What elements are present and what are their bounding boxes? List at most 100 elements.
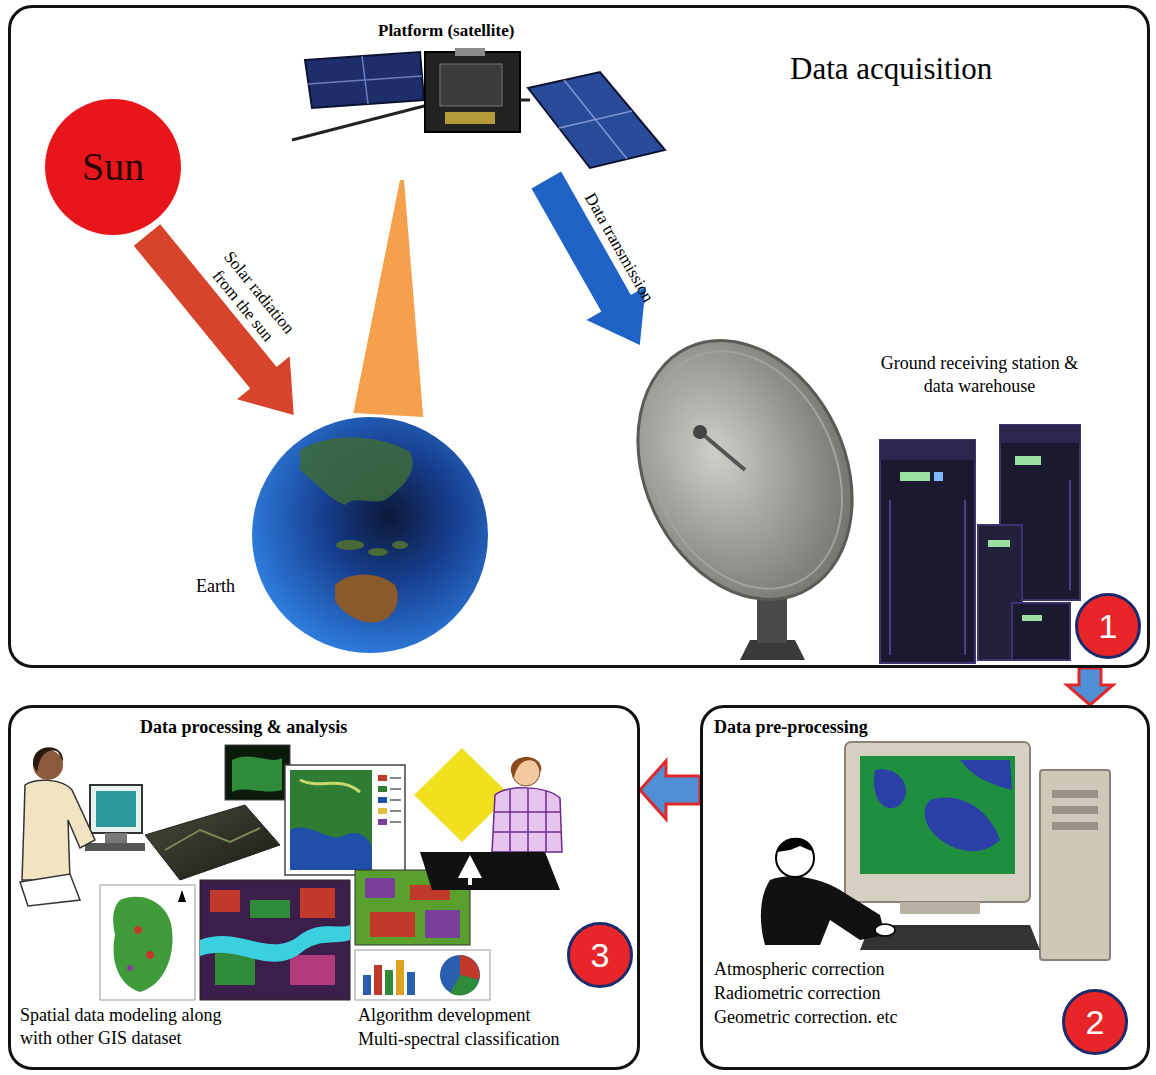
map-thumbnails-part	[300, 888, 335, 918]
computer-workstation-part	[1040, 770, 1110, 960]
satellite-illustration-part	[425, 52, 520, 132]
node-heading: Ground receiving station & data warehous…	[872, 352, 1087, 399]
map-thumbnails-part	[440, 955, 480, 995]
node-text: Atmospheric correction	[714, 958, 884, 981]
sun-circle: Sun	[45, 99, 181, 235]
node-text: Spatial data modeling along with other G…	[20, 1004, 240, 1051]
computer-workstation-part	[875, 924, 895, 936]
server-racks-part	[964, 500, 966, 655]
callout-number: 3	[567, 922, 633, 988]
earth-illustration-part	[335, 574, 398, 622]
computer-workstation-part	[761, 876, 885, 945]
map-thumbnails-part	[378, 808, 387, 814]
map-thumbnails-part	[363, 975, 371, 995]
node-text: Radiometric correction	[714, 982, 880, 1005]
earth-illustration-part	[368, 548, 388, 556]
map-thumbnails-part	[390, 799, 401, 801]
node-heading: Sun	[82, 142, 144, 192]
earth-illustration-part	[252, 417, 488, 653]
map-thumbnails-part	[450, 975, 479, 995]
laptop-user-part	[420, 852, 560, 890]
map-thumbnails-part	[374, 965, 382, 995]
map-thumbnails-part	[145, 805, 280, 880]
satellite-illustration-part	[292, 105, 428, 140]
satellite-platform: Platform (satellite)	[285, 18, 675, 180]
computer-workstation-part	[860, 925, 1040, 950]
map-thumbnails-part	[285, 765, 405, 875]
map-thumbnails-part	[100, 885, 195, 1000]
laptop-user-part	[509, 790, 511, 852]
computer-workstation	[761, 742, 1110, 960]
map-thumbnails-part	[378, 775, 387, 781]
analyst-figure-part	[22, 780, 95, 880]
map-thumbnails-part	[232, 756, 282, 792]
sensor-beam	[353, 180, 423, 417]
map-thumbnails-part	[250, 900, 290, 918]
server-racks-part	[900, 472, 930, 481]
analyst-figure-part	[105, 833, 127, 843]
satellite-illustration-part	[440, 64, 502, 106]
earth-illustration-part	[392, 541, 408, 549]
server-racks-part	[880, 440, 975, 663]
server-racks-part	[934, 472, 943, 481]
laptop-user-part	[545, 790, 547, 852]
laptop-user-part	[494, 811, 561, 813]
flow-arrow	[640, 761, 700, 819]
computer-workstation-part	[860, 756, 1015, 874]
callout-number: 2	[1062, 989, 1128, 1055]
map-thumbnails-part	[390, 777, 401, 779]
map-thumbnails-part	[113, 897, 172, 992]
map-thumbnails-part	[290, 770, 372, 870]
earth-globe: Earth	[190, 415, 495, 660]
computer-workstation-part	[925, 797, 1000, 851]
earth-illustration	[252, 417, 488, 653]
satellite-dish-part	[611, 320, 879, 621]
map-thumbnails-part	[146, 951, 154, 959]
map-thumbnails-part	[396, 960, 404, 995]
satellite-illustration-part	[305, 52, 424, 108]
laptop-user-part	[458, 855, 482, 878]
node-heading: Data processing & analysis	[140, 716, 347, 739]
acquisition-panel: Data acquisitionSunPlatform (satellite)E…	[8, 5, 1150, 668]
satellite-illustration-part	[445, 112, 495, 124]
node-heading: Platform (satellite)	[378, 20, 514, 41]
satellite-dish-part	[700, 432, 745, 470]
earth-illustration-part	[336, 540, 364, 550]
analyst-figure-part	[33, 747, 63, 772]
map-thumbnails-part	[225, 745, 290, 800]
callout-number: 1	[1075, 593, 1141, 659]
node-text: Algorithm development	[358, 1004, 530, 1027]
server-racks-part	[1069, 480, 1071, 590]
map-thumbnails-part	[165, 828, 260, 850]
earth-illustration-part	[300, 437, 413, 505]
satellite-dish	[597, 305, 892, 660]
map-thumbnails-part	[370, 912, 415, 937]
computer-workstation-part	[900, 902, 980, 914]
map-thumbnails-part	[127, 965, 133, 971]
map-thumbnails-part	[200, 880, 350, 1000]
map-thumbnails-part	[178, 890, 186, 902]
map-thumbnails-part	[407, 972, 415, 995]
server-racks-part	[1012, 603, 1070, 660]
map-thumbnails-part	[134, 926, 142, 934]
computer-workstation-part	[1052, 790, 1098, 798]
map-thumbnails-part	[378, 797, 387, 803]
map-thumbnails-part	[290, 828, 372, 870]
map-thumbnails-part	[390, 810, 401, 812]
satellite-illustration-part	[559, 111, 632, 128]
flow-arrow	[640, 761, 700, 819]
map-thumbnails-part	[365, 878, 395, 898]
laptop-user	[414, 748, 562, 890]
map-thumbnails-part	[425, 910, 460, 938]
laptop-user-part	[468, 878, 472, 885]
ground-station: Ground receiving station & data warehous…	[600, 345, 1145, 663]
map-thumbnails-part	[300, 780, 360, 792]
server-racks-part	[1022, 615, 1042, 621]
analyst-figure-part	[96, 791, 136, 827]
map-thumbnails-part	[355, 950, 490, 1000]
node-heading: Earth	[196, 575, 235, 598]
laptop-user-part	[493, 831, 562, 833]
satellite-illustration-part	[455, 48, 485, 56]
node-text: Geometric correction. etc	[714, 1006, 897, 1029]
